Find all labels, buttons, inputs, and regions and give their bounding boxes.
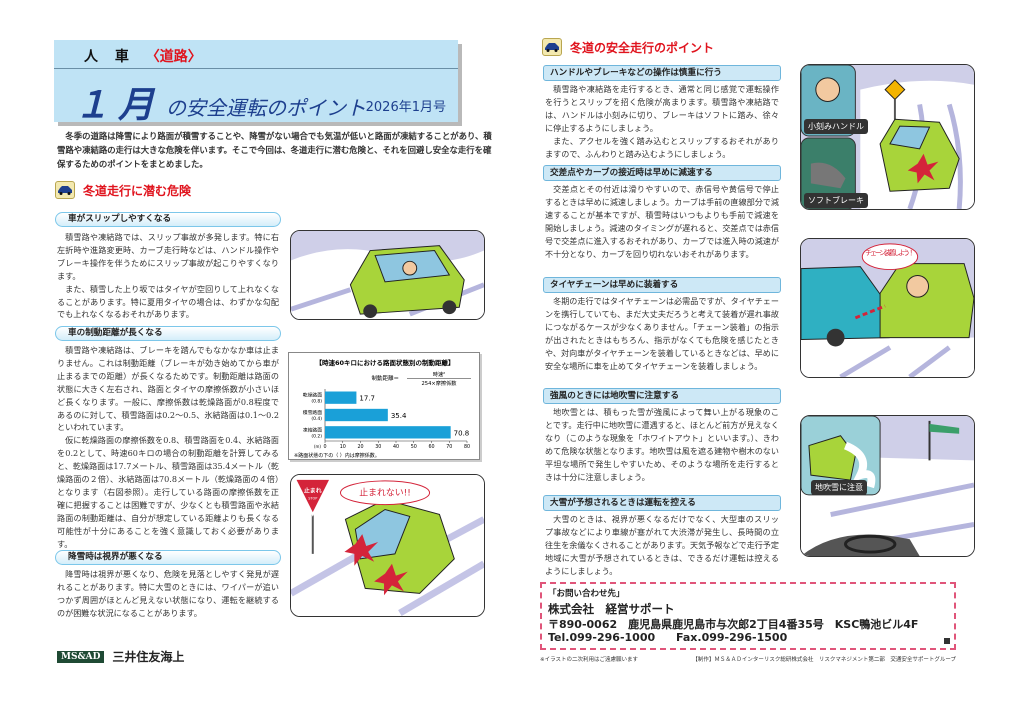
chart-formula-label: 制動距離＝ xyxy=(371,374,399,382)
chart-value-label: 35.4 xyxy=(391,412,407,420)
paragraph-careful-operation: 積雪路や凍結路を走行するとき、通常と同じ感覚で運転操作を行うとスリップを招く危険… xyxy=(545,83,779,160)
title-category: 人 車 〈道路〉 xyxy=(84,46,202,66)
chart-title: 【時速60キロにおける路面状態別の制動距離】 xyxy=(315,358,454,367)
title-small: 人 車 xyxy=(84,49,135,65)
company-logo: MS&AD 三井住友海上 xyxy=(57,648,184,665)
right-heading-label: 冬道の安全走行のポイント xyxy=(570,40,715,55)
title-banner: 人 車 〈道路〉 １月 の安全運転のポイント 2026年1月号 xyxy=(54,40,458,126)
chart-x-tick-label: 40 xyxy=(393,444,399,450)
illustration-ground-blizzard: 地吹雪に注意 xyxy=(800,415,975,557)
chart-category-coef: (0.4) xyxy=(311,416,322,422)
stop-sign-text: 止まれ xyxy=(304,487,322,495)
intro-text: 冬季の道路は降雪により路面が積雪することや、降雪がない場合でも気温が低いと路面が… xyxy=(57,131,492,169)
left-section-heading: 冬道走行に潜む危険 xyxy=(55,181,191,199)
paragraph-heavy-snow: 大雪のときは、視界が悪くなるだけでなく、大型車のスリップ事故などにより車線が塞が… xyxy=(545,513,779,578)
illustration-note: ※イラストの二次利用はご遠慮願います xyxy=(540,657,638,663)
contact-tel: Tel.099-296-1000 xyxy=(548,631,656,644)
chart-x-tick-label: 80 xyxy=(464,444,470,450)
paragraph: 積雪路や凍結路は、ブレーキを踏んでもなかなか車は止まりません。これは制動距離（ブ… xyxy=(57,345,279,433)
contact-company: 株式会社 経営サポート xyxy=(548,602,675,616)
paragraph: 交差点とその付近は滑りやすいので、赤信号や黄信号で停止するときは早めに減速しまし… xyxy=(545,184,779,259)
illustration-cannot-stop: 止まれない!! 止まれ STOP xyxy=(290,474,485,617)
chart-x-tick-label: 30 xyxy=(375,444,381,450)
paragraph: 冬期の走行ではタイヤチェーンは必需品ですが、タイヤチェーンを携行していても、まだ… xyxy=(545,296,779,371)
stop-sign-en: STOP xyxy=(308,497,317,501)
chart-x-tick-label: 70 xyxy=(446,444,452,450)
bubble-cannot-stop: 止まれない!! xyxy=(359,487,411,499)
right-section-heading: 冬道の安全走行のポイント xyxy=(542,38,714,56)
illustration-tire-chains: チェーン装着しよう！ xyxy=(800,238,975,378)
paragraph-ground-blizzard: 地吹雪とは、積もった雪が強風によって舞い上がる現象のことです。走行中に地吹雪に遭… xyxy=(545,406,779,483)
chart-category-coef: (0.2) xyxy=(311,433,322,439)
subheading-braking: 車の制動距離が長くなる xyxy=(55,326,281,341)
paragraph-tire-chains: 冬期の走行ではタイヤチェーンは必需品ですが、タイヤチェーンを携行していても、まだ… xyxy=(545,295,779,372)
title-month: １月 xyxy=(74,85,163,126)
chart-bar xyxy=(325,426,451,439)
chart-value-label: 70.8 xyxy=(454,429,470,437)
corner-mark-icon xyxy=(944,638,950,644)
paragraph: 仮に乾燥路面の摩擦係数を0.8、積雪路面を0.4、氷結路面を0.2として、時速6… xyxy=(57,435,279,549)
paragraph-visibility: 降雪時は視界が悪くなり、危険を見落としやすく発見が遅れることがあります。特に大雪… xyxy=(57,568,279,620)
caption-soft-brake: ソフトブレーキ xyxy=(804,193,868,208)
subheading-visibility: 降雪時は視界が悪くなる xyxy=(55,550,281,565)
title-divider xyxy=(54,68,458,69)
chart-formula-numerator: 時速² xyxy=(433,371,445,378)
caption-ground-blizzard: 地吹雪に注意 xyxy=(811,480,867,495)
car-icon xyxy=(542,38,562,56)
illustration-gentle-steering: 小刻みハンドル ソフトブレーキ xyxy=(800,64,975,210)
paragraph: 積雪路や凍結路を走行するとき、通常と同じ感覚で運転操作を行うとスリップを招く危険… xyxy=(545,84,779,133)
title-subtitle: の安全運転のポイント xyxy=(166,96,366,120)
chart-x-tick-label: 50 xyxy=(411,444,417,450)
contact-box: 「お問い合わせ先」 株式会社 経営サポート 〒890-0062 鹿児島県鹿児島市… xyxy=(540,582,956,650)
chart-category-coef: (0.8) xyxy=(311,399,322,405)
paragraph: また、アクセルを強く踏み込むとスリップするおそれがありますので、ふんわりと踏み込… xyxy=(545,135,779,159)
chart-x-tick-label: 20 xyxy=(357,444,363,450)
subheading-slip: 車がスリップしやすくなる xyxy=(55,212,281,227)
paragraph: 地吹雪とは、積もった雪が強風によって舞い上がる現象のことです。走行中に地吹雪に遭… xyxy=(545,407,779,482)
paragraph: 大雪のときは、視界が悪くなるだけでなく、大型車のスリップ事故などにより車線が塞が… xyxy=(545,514,779,576)
bubble-chains: チェーン装着しよう！ xyxy=(865,248,914,257)
paragraph: 降雪時は視界が悪くなり、危険を見落としやすく発見が遅れることがあります。特に大雪… xyxy=(57,569,279,618)
paragraph: 積雪路や凍結路では、スリップ事故が多発します。特に右左折時や進路変更時、カーブ走… xyxy=(57,232,279,281)
chart-note: ※路面状態の下の（ ）内は摩擦係数。 xyxy=(294,452,380,459)
braking-distance-chart: 【時速60キロにおける路面状態別の制動距離】 制動距離＝ 時速² 254×摩擦係… xyxy=(288,352,480,460)
chart-x-unit: (m) xyxy=(314,444,321,449)
paragraph-slip: 積雪路や凍結路では、スリップ事故が多発します。特に右左折時や進路変更時、カーブ走… xyxy=(57,231,279,321)
illustration-slipping-car xyxy=(290,230,485,320)
chart-value-label: 17.7 xyxy=(359,395,375,403)
subheading-heavy-snow: 大雪が予想されるときは運転を控える xyxy=(543,495,781,511)
chart-category-label: 凍結路面 xyxy=(303,426,322,433)
paragraph: また、積雪した上り坂ではタイヤが空回りして上れなくなることがあります。特に夏用タ… xyxy=(57,283,279,320)
subheading-slow-down: 交差点やカーブの接近時は早めに減速する xyxy=(543,165,781,181)
paragraph-braking: 積雪路や凍結路は、ブレーキを踏んでもなかなか車は止まりません。これは制動距離（ブ… xyxy=(57,344,279,551)
contact-address: 〒890-0062 鹿児島県鹿児島市与次郎2丁目4番35号 KSC鴨池ビル4F xyxy=(548,618,919,631)
chart-bar xyxy=(325,408,388,422)
subheading-careful-operation: ハンドルやブレーキなどの操作は慎重に行う xyxy=(543,65,781,81)
chart-category-label: 乾燥路面 xyxy=(303,392,322,399)
chart-x-tick-label: 10 xyxy=(340,444,346,450)
logo-name: 三井住友海上 xyxy=(112,650,185,664)
chart-x-tick-label: 0 xyxy=(323,444,326,450)
caption-gentle-steering: 小刻みハンドル xyxy=(804,119,868,134)
logo-mark: MS&AD xyxy=(57,650,105,663)
subheading-ground-blizzard: 強風のときには地吹雪に注意する xyxy=(543,388,781,404)
car-icon xyxy=(55,181,75,199)
chart-category-label: 積雪路面 xyxy=(303,409,322,416)
production-credit: 【制作】ＭＳ＆ＡＤインターリスク総研株式会社 リスクマネジメント第二部 交通安全… xyxy=(692,657,956,663)
left-heading-label: 冬道走行に潜む危険 xyxy=(83,183,192,198)
chart-canvas: 【時速60キロにおける路面状態別の制動距離】 制動距離＝ 時速² 254×摩擦係… xyxy=(294,358,471,459)
contact-label: 「お問い合わせ先」 xyxy=(548,589,625,599)
paragraph-slow-down: 交差点とその付近は滑りやすいので、赤信号や黄信号で停止するときは早めに減速しまし… xyxy=(545,183,779,260)
chart-formula-denominator: 254×摩擦係数 xyxy=(422,379,458,387)
chart-bar xyxy=(325,391,357,404)
title-road-tag: 〈道路〉 xyxy=(145,49,202,65)
subheading-tire-chains: タイヤチェーンは早めに装着する xyxy=(543,277,781,293)
chart-x-tick-label: 60 xyxy=(428,444,434,450)
contact-fax: Fax.099-296-1500 xyxy=(676,631,788,644)
issue-date: 2026年1月号 xyxy=(365,100,446,115)
